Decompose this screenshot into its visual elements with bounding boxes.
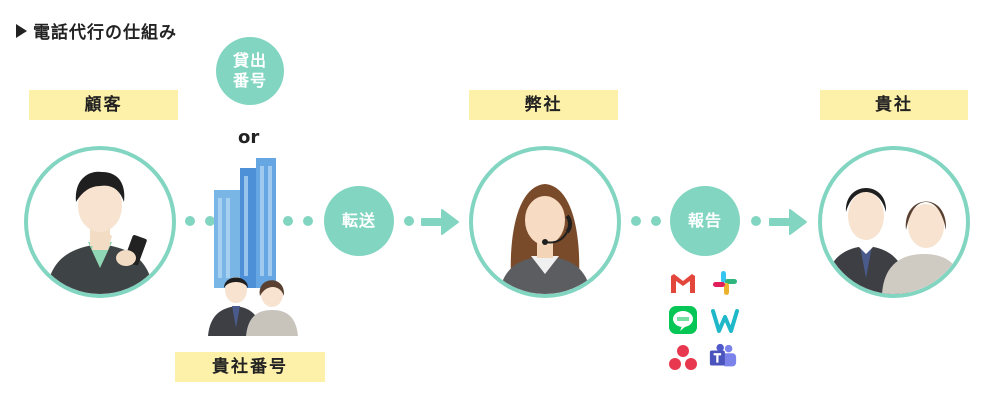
your-company-circle bbox=[818, 146, 970, 298]
triangle-bullet-icon bbox=[16, 23, 27, 38]
your-company-number-label: 貴社番号 bbox=[175, 352, 325, 382]
building-icon bbox=[214, 158, 276, 288]
customer-label: 顧客 bbox=[29, 90, 178, 120]
our-company-circle bbox=[469, 146, 621, 298]
connector-dot bbox=[651, 216, 661, 226]
connector-dot bbox=[404, 216, 414, 226]
chatwork-icon bbox=[711, 309, 739, 333]
connector-dot bbox=[205, 216, 215, 226]
or-text: or bbox=[238, 127, 260, 148]
diagram-title: 電話代行の仕組み bbox=[16, 18, 177, 43]
arrow-right-icon bbox=[421, 209, 459, 235]
asana-icon bbox=[669, 345, 697, 370]
operator-person-icon bbox=[499, 184, 591, 294]
gmail-icon bbox=[670, 274, 696, 293]
business-pair-person-icon bbox=[824, 188, 964, 294]
our-company-label: 弊社 bbox=[469, 90, 618, 120]
business-people-icon bbox=[208, 277, 298, 336]
customer-person-icon bbox=[46, 171, 154, 294]
connector-dot bbox=[283, 216, 293, 226]
transfer-bubble: 転送 bbox=[324, 186, 394, 256]
connector-dot bbox=[303, 216, 313, 226]
loan-number-bubble: 貸出 番号 bbox=[216, 37, 284, 105]
title-text: 電話代行の仕組み bbox=[33, 23, 177, 43]
connector-dot bbox=[631, 216, 641, 226]
connector-dot bbox=[751, 216, 761, 226]
line-icon bbox=[669, 306, 697, 334]
slack-icon bbox=[713, 271, 737, 295]
arrow-right-icon bbox=[769, 209, 807, 235]
report-bubble: 報告 bbox=[670, 186, 740, 256]
your-company-label: 貴社 bbox=[820, 90, 968, 120]
customer-circle bbox=[24, 146, 176, 298]
connector-dot bbox=[185, 216, 195, 226]
teams-icon bbox=[709, 343, 737, 367]
